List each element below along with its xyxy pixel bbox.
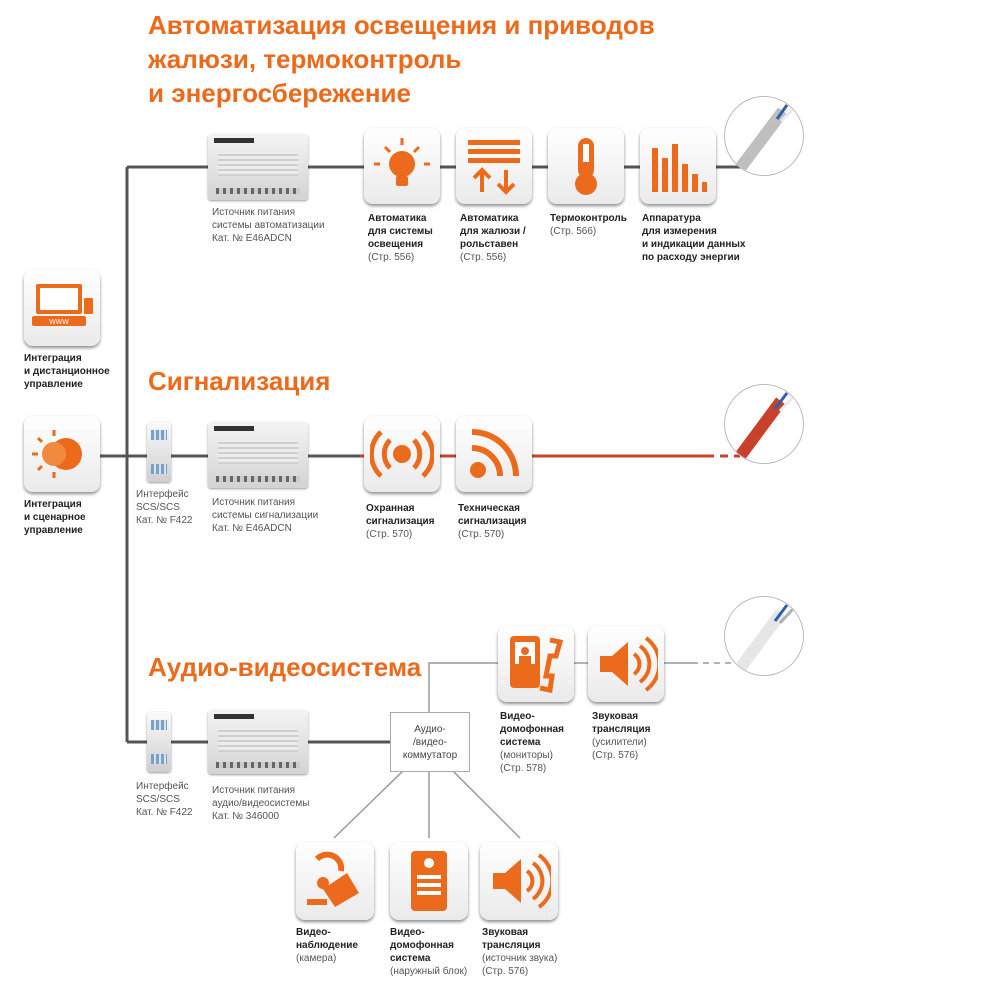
camera-icon — [307, 851, 359, 907]
av-title: Аудио-видеосистема — [148, 652, 422, 682]
door-panel-tile[interactable] — [390, 842, 468, 920]
automation-cable-detail — [724, 96, 804, 176]
camera-tile[interactable] — [296, 842, 374, 920]
av-right-branch — [451, 769, 521, 839]
thermometer-icon — [575, 138, 597, 195]
audio-amplifier-tile[interactable] — [588, 626, 664, 702]
camera-caption: Видео-наблюдение(камера) — [296, 927, 358, 964]
thermo-caption: Термоконтроль(Стр. 566) — [550, 213, 627, 237]
bulb-icon — [374, 138, 430, 186]
alarm-power-supply[interactable] — [208, 422, 308, 488]
blinds-tile[interactable] — [456, 128, 532, 204]
security-alarm-tile[interactable] — [364, 416, 440, 492]
door-panel-icon — [411, 851, 447, 911]
speaker-icon — [493, 853, 551, 909]
bar-chart-icon — [652, 144, 707, 192]
alarm-icon — [370, 430, 434, 478]
alarm-title: Сигнализация — [148, 366, 331, 396]
www-label: WWW — [49, 319, 69, 326]
lighting-tile[interactable] — [364, 128, 440, 204]
intercom-monitor-icon — [510, 636, 564, 693]
blinds-icon — [468, 140, 520, 195]
av-power-supply[interactable] — [208, 710, 308, 774]
technical-alarm-tile[interactable] — [456, 416, 532, 492]
audio-source-tile[interactable] — [480, 842, 558, 920]
integration-remote-tile[interactable]: WWW — [24, 270, 100, 346]
energy-tile[interactable] — [640, 128, 716, 204]
av-cable-detail — [724, 596, 804, 676]
av-left-branch — [333, 769, 405, 839]
speaker-icon — [600, 636, 658, 692]
av-switch[interactable]: Аудио-/видео-коммутатор — [390, 712, 470, 772]
av-interface-module[interactable] — [147, 712, 171, 772]
alarm-interface-module[interactable] — [147, 422, 171, 482]
sun-moon-icon — [32, 430, 82, 478]
thermo-tile[interactable] — [548, 128, 624, 204]
integration-scenario-tile[interactable] — [24, 416, 100, 492]
automation-power-supply[interactable] — [208, 134, 308, 200]
intercom-monitor-tile[interactable] — [498, 626, 574, 702]
laptop-icon: WWW — [32, 284, 93, 326]
alarm-cable-detail — [724, 384, 804, 464]
wireless-icon — [470, 429, 519, 478]
